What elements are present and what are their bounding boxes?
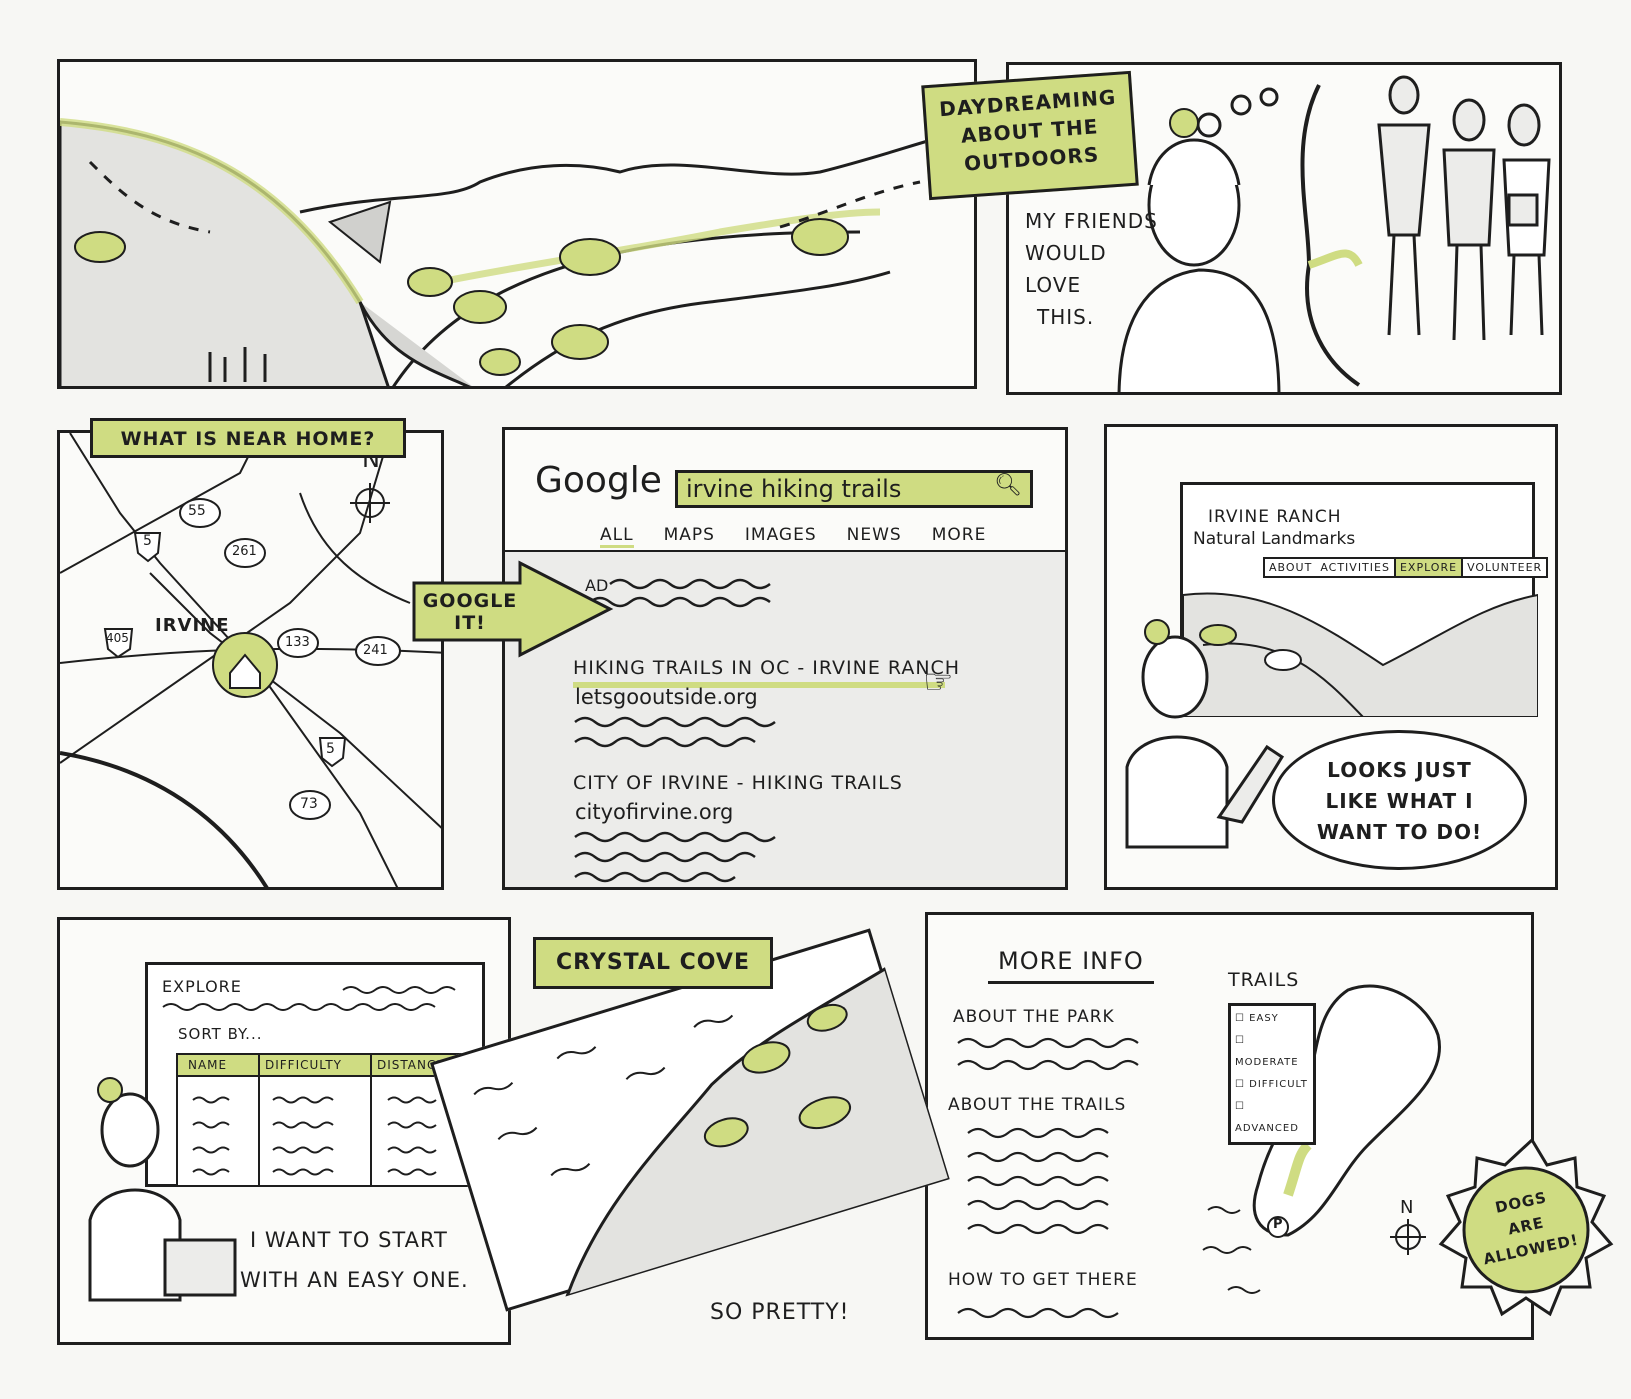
hwy-241: 241 [363, 643, 388, 658]
search-tabs: ALL MAPS IMAGES NEWS MORE [600, 525, 986, 548]
filter-moderate[interactable]: ☐ MODERATE [1235, 1035, 1299, 1068]
hwy-261: 261 [232, 544, 257, 559]
panel-explore: EXPLORE SORT BY... NAME DIFFICULTY DISTA… [57, 917, 511, 1345]
panel-daydream-landscape [57, 59, 977, 389]
info-scribbles-and-map [957, 984, 1441, 1319]
trail-filter-box: ☐ EASY ☐ MODERATE ☐ DIFFICULT ☐ ADVANCED [1228, 1003, 1316, 1145]
laptop-user-drawing [1125, 619, 1285, 849]
search-input[interactable]: irvine hiking trails 🔍︎ [675, 470, 1033, 508]
speech-bubble: LOOKS JUST LIKE WHAT I WANT TO DO! [1272, 730, 1527, 870]
ranch-landscape [1183, 592, 1538, 717]
section-about-trails[interactable]: ABOUT THE TRAILS [948, 1095, 1127, 1115]
tab-news[interactable]: NEWS [846, 525, 902, 545]
crystal-cove-photo [430, 928, 950, 1312]
easy-trail-user-drawing [88, 1077, 237, 1302]
nav-activities[interactable]: ACTIVITIES [1320, 561, 1390, 574]
friends-drawing [1117, 75, 1551, 392]
panel-search: Google irvine hiking trails 🔍︎ ALL MAPS … [502, 427, 1068, 890]
search-icon[interactable]: 🔍︎ [994, 473, 1022, 498]
search-results-area: AD HIKING TRAILS IN OC - IRVINE RANCH le… [505, 550, 1065, 887]
trails-heading: TRAILS [1228, 969, 1300, 991]
hwy-5-north: 5 [143, 533, 152, 549]
panel-map: N IRVINE 55 5 261 405 133 241 5 73 [57, 430, 444, 890]
search-logo: Google [535, 460, 662, 501]
section-about-park[interactable]: ABOUT THE PARK [953, 1007, 1115, 1027]
explore-window: EXPLORE SORT BY... NAME DIFFICULTY DISTA… [145, 962, 485, 1187]
friends-thought-text: MY FRIENDS WOULD LOVE THIS. [1025, 209, 1158, 329]
caption-crystal-cove: CRYSTAL COVE [533, 937, 773, 989]
hwy-133: 133 [285, 635, 310, 650]
so-pretty-caption: SO PRETTY! [710, 1300, 850, 1325]
home-marker [212, 632, 278, 698]
hwy-55: 55 [188, 503, 206, 519]
tab-all[interactable]: ALL [600, 525, 634, 548]
header-name[interactable]: NAME [178, 1055, 258, 1077]
result-snippet-scribbles [573, 578, 945, 883]
caption-daydreaming: DAYDREAMING ABOUT THE OUTDOORS [921, 70, 1139, 201]
result-2-title[interactable]: CITY OF IRVINE - HIKING TRAILS [573, 772, 903, 794]
filter-difficult[interactable]: ☐ DIFFICULT [1235, 1079, 1308, 1090]
panel-more-info: MORE INFO ABOUT THE PARK ABOUT THE TRAIL… [925, 912, 1534, 1340]
tab-images[interactable]: IMAGES [744, 525, 817, 545]
more-info-heading: MORE INFO [988, 947, 1154, 984]
caption-near-home: WHAT IS NEAR HOME? [90, 418, 406, 458]
tab-maps[interactable]: MAPS [663, 525, 715, 545]
easy-trail-caption: I WANT TO START WITH AN EASY ONE. [240, 1228, 469, 1292]
tab-more[interactable]: MORE [931, 525, 987, 545]
hwy-405: 405 [106, 631, 129, 645]
parking-icon: P [1273, 1217, 1283, 1232]
section-how-to-get-there[interactable]: HOW TO GET THERE [948, 1270, 1138, 1290]
explore-heading: EXPLORE [162, 977, 242, 996]
landscape-drawing [60, 118, 961, 386]
result-2-url[interactable]: cityofirvine.org [575, 800, 734, 824]
result-1-url[interactable]: letsgooutside.org [575, 685, 758, 709]
panel-ranch-site: IRVINE RANCH Natural Landmarks ABOUT ACT… [1104, 424, 1558, 890]
ranch-site-window: IRVINE RANCH Natural Landmarks ABOUT ACT… [1180, 482, 1549, 717]
table-scribbles [162, 986, 456, 1176]
nav-explore[interactable]: EXPLORE [1393, 559, 1464, 576]
filter-easy[interactable]: ☐ EASY [1235, 1013, 1279, 1024]
result-1-title[interactable]: HIKING TRAILS IN OC - IRVINE RANCH [573, 657, 961, 679]
panel-friends: MY FRIENDS WOULD LOVE THIS. [1006, 62, 1562, 395]
hwy-73: 73 [300, 796, 318, 812]
filter-advanced[interactable]: ☐ ADVANCED [1235, 1101, 1299, 1134]
ranch-title-line2: Natural Landmarks [1193, 529, 1356, 549]
local-map [60, 433, 441, 887]
map-compass-n-2: N [1400, 1197, 1414, 1218]
nav-volunteer[interactable]: VOLUNTEER [1467, 561, 1543, 574]
hwy-5-south: 5 [326, 741, 335, 757]
col-name: NAME [178, 1055, 260, 1185]
google-it-label: GOOGLE IT! [422, 590, 518, 634]
ranch-nav: ABOUT ACTIVITIES EXPLORE VOLUNTEER [1263, 557, 1549, 578]
map-city-label: IRVINE [155, 615, 230, 636]
header-difficulty[interactable]: DIFFICULTY [260, 1055, 370, 1077]
ranch-title-line1: IRVINE RANCH [1208, 507, 1342, 527]
col-difficulty: DIFFICULTY [260, 1055, 372, 1185]
crystal-cove-drawing [473, 966, 950, 1299]
sort-label: SORT BY... [178, 1025, 263, 1043]
pointer-hand-icon: ☞ [923, 662, 954, 702]
nav-about[interactable]: ABOUT [1269, 561, 1313, 574]
